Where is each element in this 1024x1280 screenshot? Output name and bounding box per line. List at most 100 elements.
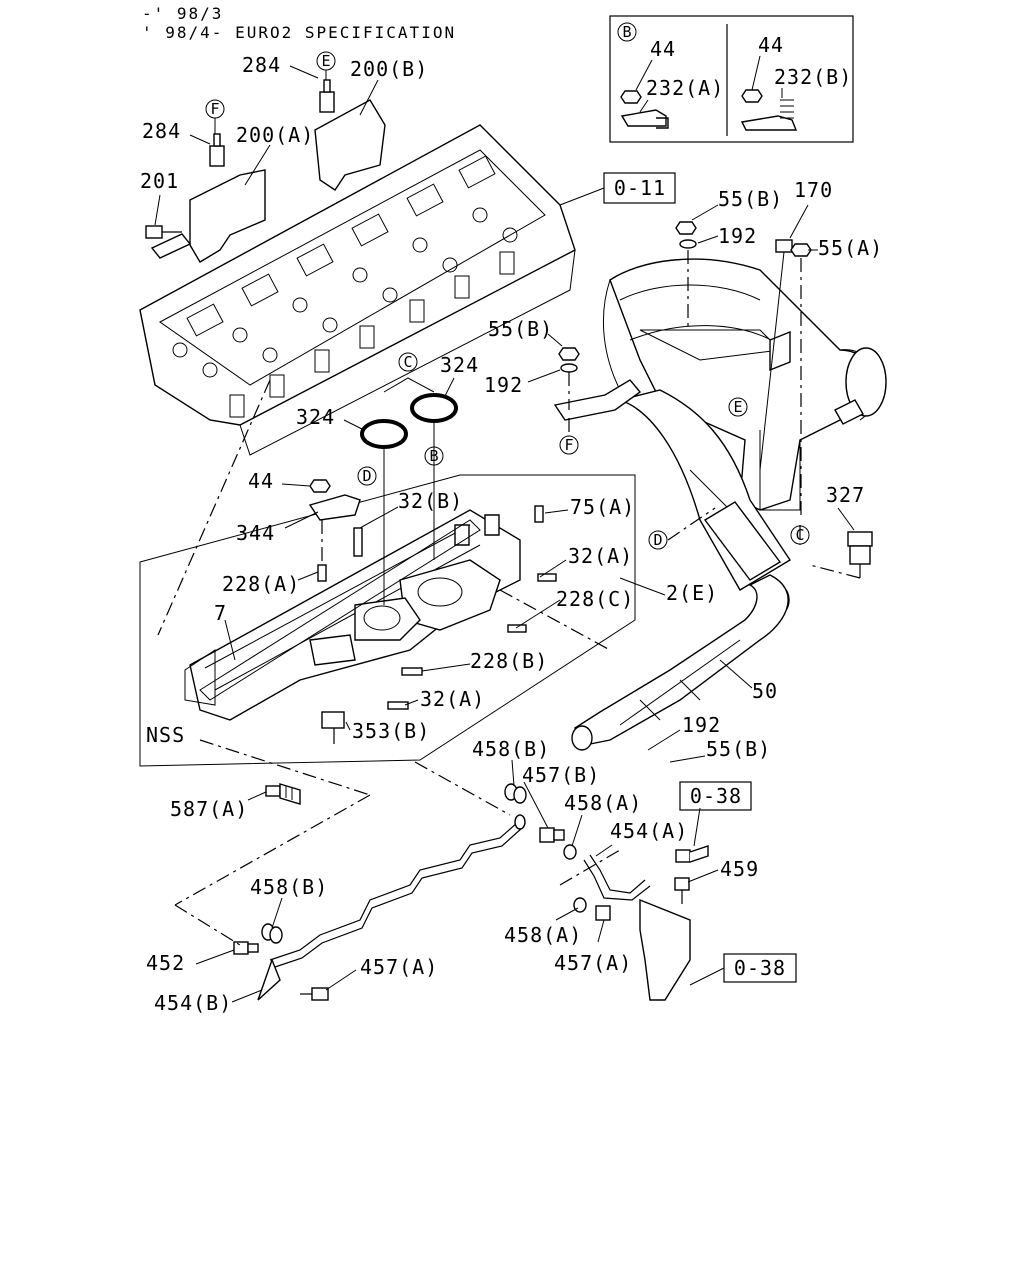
bracket-344 — [308, 494, 361, 521]
svg-text:C: C — [795, 526, 804, 544]
nut-icon — [620, 90, 642, 104]
svg-text:E: E — [733, 398, 742, 416]
spring-clip-icon — [740, 115, 798, 131]
washer-458a-upper — [563, 844, 577, 860]
bracket-foot — [150, 233, 192, 259]
callout-344: 344 — [236, 521, 275, 545]
bolt-201 — [145, 225, 182, 239]
callout-284-upper: 284 — [242, 53, 281, 77]
washer-192-mid — [560, 363, 578, 373]
ref-box-label: 0-38 — [734, 956, 786, 980]
callout-228b: 228(B) — [470, 649, 548, 673]
callout-192-mid: 192 — [484, 373, 523, 397]
callout-55a: 55(A) — [818, 236, 883, 260]
nut-55b-upper — [675, 221, 697, 235]
ref-box-0-38-lower[interactable]: 0-38 — [723, 953, 797, 983]
callout-2e: 2(E) — [666, 581, 718, 605]
callout-324-left: 324 — [296, 405, 335, 429]
svg-text:E: E — [321, 52, 330, 70]
callout-587a: 587(A) — [170, 797, 248, 821]
leader-dashes — [157, 379, 861, 946]
banjo-bolt-457b — [539, 827, 565, 843]
marker-f-top: F — [205, 99, 225, 134]
inset-label-232a: 232(A) — [646, 76, 724, 100]
callout-32a-upper: 32(A) — [568, 544, 633, 568]
nut-icon — [741, 89, 763, 103]
sensor-284-upper — [319, 79, 335, 113]
stud-170 — [759, 239, 793, 471]
callout-nss: NSS — [146, 723, 185, 747]
marker-f-right: F — [559, 435, 579, 455]
marker-c-right: C — [790, 525, 810, 545]
svg-text:B: B — [429, 447, 438, 465]
marker-e-right: E — [728, 397, 748, 417]
marker-d-left: D — [357, 466, 377, 486]
callout-32b: 32(B) — [398, 489, 463, 513]
callout-192-top: 192 — [718, 224, 757, 248]
ref-box-0-38-upper[interactable]: 0-38 — [679, 781, 752, 811]
clip-icon — [620, 109, 669, 129]
callout-284-lower: 284 — [142, 119, 181, 143]
connector-452 — [233, 941, 259, 955]
svg-text:D: D — [653, 531, 662, 549]
callout-353b: 353(B) — [352, 719, 430, 743]
ref-box-label: 0-38 — [690, 784, 742, 808]
callout-454b: 454(B) — [154, 991, 232, 1015]
callout-192-lower: 192 — [682, 713, 721, 737]
inset-label-232b: 232(B) — [774, 65, 852, 89]
header-line-2: ' 98/4- EURO2 SPECIFICATION — [142, 23, 456, 42]
sensor-284-lower — [209, 133, 225, 167]
pipe-50 — [571, 574, 789, 751]
marker-c-ring: C — [398, 352, 418, 372]
callout-454a: 454(A) — [610, 819, 688, 843]
svg-text:C: C — [403, 353, 412, 371]
inset-badge: B — [622, 23, 631, 41]
callout-458b-upper: 458(B) — [472, 737, 550, 761]
ref-box-label: 0-11 — [614, 176, 666, 200]
callout-55b-lower: 55(B) — [706, 737, 771, 761]
callout-200a: 200(A) — [236, 123, 314, 147]
callout-452: 452 — [146, 951, 185, 975]
callout-200b: 200(B) — [350, 57, 428, 81]
inset-label-44-right: 44 — [758, 33, 784, 57]
marker-e-top: E — [316, 51, 336, 80]
callout-leaders — [154, 65, 855, 1003]
callout-228a: 228(A) — [222, 572, 300, 596]
header-line-1: -' 98/3 — [142, 4, 223, 23]
bracket-flange — [553, 379, 642, 421]
sensor-327 — [847, 531, 873, 578]
bolt-457a-right — [595, 905, 611, 921]
nut-44 — [309, 479, 331, 493]
nut-55a — [790, 243, 812, 257]
callout-170: 170 — [794, 178, 833, 202]
sensor-587a — [265, 783, 301, 805]
callout-457b: 457(B) — [522, 763, 600, 787]
ref-box-0-11[interactable]: 0-11 — [603, 172, 676, 204]
bracket-0-38 — [639, 898, 691, 1001]
bolt-459 — [674, 877, 690, 904]
callout-55b-mid: 55(B) — [488, 317, 553, 341]
intake-pipe-assembly — [603, 258, 887, 617]
callout-201: 201 — [140, 169, 179, 193]
gasket-7 — [199, 519, 481, 701]
bracket-200b — [314, 99, 386, 191]
callout-50: 50 — [752, 679, 778, 703]
callout-457a-right: 457(A) — [554, 951, 632, 975]
callout-75a: 75(A) — [570, 495, 635, 519]
callout-458a-lower: 458(A) — [504, 923, 582, 947]
washer-458a-lower — [573, 897, 587, 913]
manifold-outline — [139, 474, 636, 767]
callout-44: 44 — [248, 469, 274, 493]
detail-inset: B 44 232(A) 44 232(B) — [609, 15, 854, 143]
nut-55b-mid — [558, 347, 580, 361]
intake-manifold — [184, 509, 521, 721]
cylinder-head — [139, 124, 576, 456]
callout-7: 7 — [214, 601, 227, 625]
svg-text:F: F — [564, 436, 573, 454]
callout-457a-lower: 457(A) — [360, 955, 438, 979]
bracket-200a — [189, 169, 266, 263]
o-ring-324-left — [360, 419, 408, 449]
callout-458b-lower: 458(B) — [250, 875, 328, 899]
bolt-0-38 — [675, 845, 709, 863]
